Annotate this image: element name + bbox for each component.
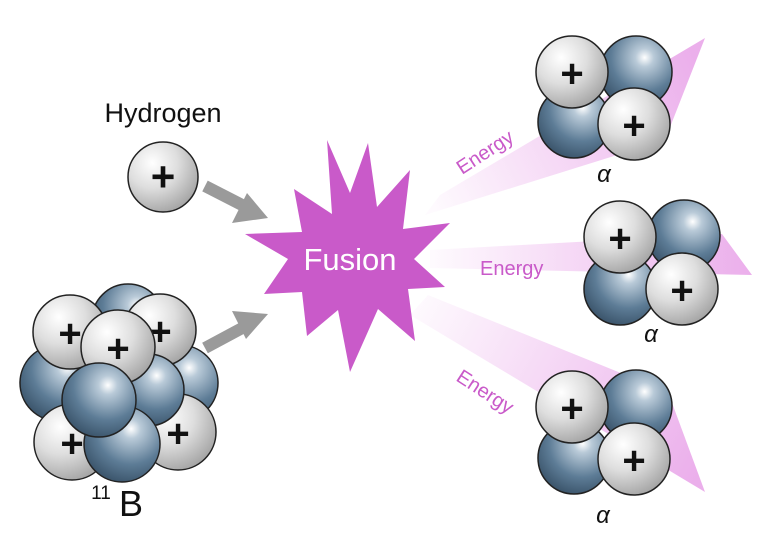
- svg-text:+: +: [106, 327, 129, 371]
- alpha-label-lower: α: [596, 502, 611, 529]
- svg-text:+: +: [622, 439, 645, 483]
- alpha-label-upper: α: [597, 161, 612, 188]
- boron-mass-number: 11: [91, 483, 111, 504]
- boron-label: 11 B: [91, 483, 143, 524]
- svg-text:+: +: [670, 269, 693, 313]
- energy-label-middle: Energy: [480, 258, 543, 280]
- alpha-particle-middle: + +: [583, 199, 721, 326]
- energy-label-lower: Energy: [452, 366, 517, 419]
- svg-text:+: +: [560, 52, 583, 96]
- arrow-hydrogen-to-fusion: [202, 180, 268, 223]
- plus-sign-icon: +: [151, 153, 176, 200]
- boron-symbol: B: [119, 483, 143, 524]
- boron-nucleus: + + + + +: [19, 283, 219, 483]
- svg-text:+: +: [60, 422, 83, 466]
- fusion-label: Fusion: [303, 242, 396, 277]
- fusion-starburst-icon: [245, 140, 450, 372]
- arrow-boron-to-fusion: [202, 311, 268, 354]
- hydrogen-label: Hydrogen: [104, 98, 221, 128]
- hydrogen-proton: +: [127, 141, 199, 213]
- svg-text:+: +: [58, 312, 81, 356]
- svg-text:+: +: [622, 104, 645, 148]
- svg-text:+: +: [166, 412, 189, 456]
- alpha-label-middle: α: [644, 321, 659, 348]
- svg-text:+: +: [560, 387, 583, 431]
- alpha-particle-upper: + +: [535, 35, 673, 161]
- alpha-particle-lower: + +: [535, 369, 673, 496]
- svg-text:+: +: [608, 217, 631, 261]
